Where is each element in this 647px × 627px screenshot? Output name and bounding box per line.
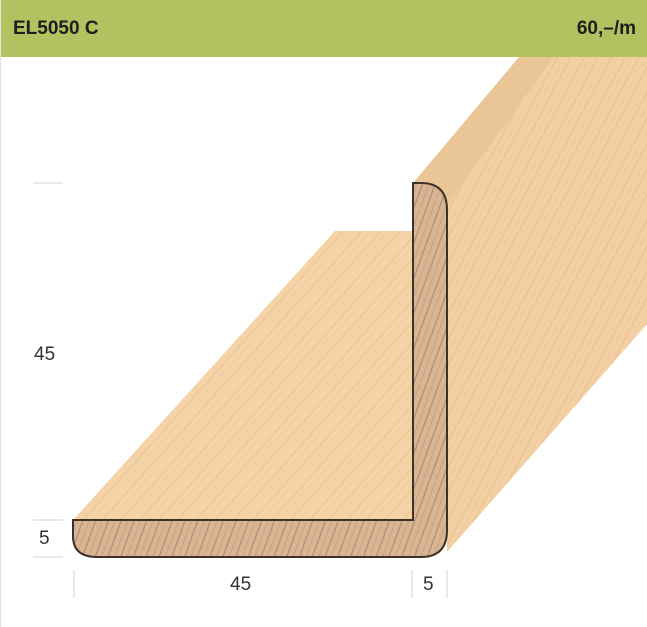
profile-cross-section [72,182,448,558]
product-header: EL5050 C 60,–/m [1,0,647,57]
angle-profile-drawing [33,57,647,598]
product-code: EL5050 C [13,17,99,39]
vertical-leg-face [447,57,647,552]
product-price: 60,–/m [576,17,636,39]
dim-label-height: 45 [34,344,56,365]
vertical-leg-edge [413,57,554,206]
dim-label-thickness-left: 5 [39,528,50,549]
dim-label-width: 45 [230,574,252,595]
dim-label-thickness-bottom: 5 [423,574,434,595]
horizontal-leg-face [73,231,413,520]
